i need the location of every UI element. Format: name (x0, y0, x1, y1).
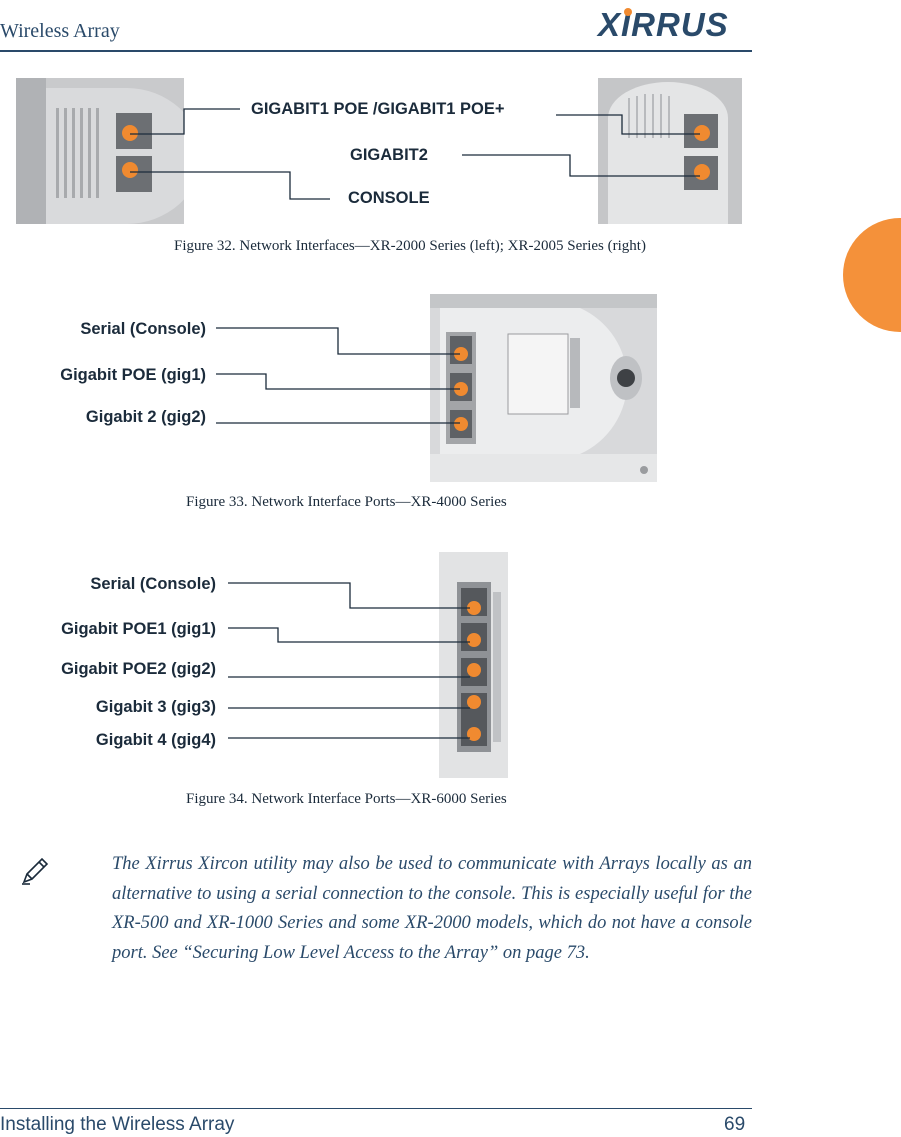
figure34-caption: Figure 34. Network Interface Ports—XR-60… (186, 791, 507, 807)
header-rule (0, 50, 752, 52)
figure33-leader-lines (216, 327, 460, 424)
logo-wordmark: XIRRUS (596, 6, 729, 43)
figure32-caption: Figure 32. Network Interfaces—XR-2000 Se… (174, 238, 646, 254)
label-gigabit-poe-gig1: Gigabit POE (gig1) (60, 366, 206, 384)
label-gigabit1-poe: GIGABIT1 POE /GIGABIT1 POE+ (251, 100, 505, 118)
label-serial-console: Serial (Console) (80, 320, 206, 338)
page-number: 69 (724, 1114, 746, 1135)
footer-section-title: Installing the Wireless Array (0, 1114, 235, 1135)
label-gigabit3-gig3: Gigabit 3 (gig3) (95, 698, 216, 716)
label-gigabit2-gig2: Gigabit 2 (gig2) (85, 408, 206, 426)
chapter-tab (843, 218, 901, 332)
figure32-leader-lines (130, 108, 700, 200)
running-header-title: Wireless Array (0, 20, 120, 42)
note-text: The Xirrus Xircon utility may also be us… (112, 854, 752, 963)
footer-rule (0, 1108, 752, 1109)
label-gigabit-poe2-gig2: Gigabit POE2 (gig2) (61, 660, 216, 678)
xr4000-photo (430, 294, 657, 482)
label-gigabit-poe1-gig1: Gigabit POE1 (gig1) (61, 620, 216, 638)
figure34-leader-lines (228, 582, 470, 739)
xr2000-photo (16, 78, 184, 224)
label-serial-console: Serial (Console) (90, 575, 216, 593)
label-gigabit2: GIGABIT2 (350, 146, 428, 164)
label-console: CONSOLE (348, 189, 430, 207)
xirrus-logo: XIRRUS (596, 6, 746, 44)
label-gigabit4-gig4: Gigabit 4 (gig4) (95, 731, 216, 749)
figure33-caption: Figure 33. Network Interface Ports—XR-40… (186, 494, 507, 510)
pencil-note-icon (18, 854, 52, 888)
xr2005-photo (598, 78, 742, 224)
